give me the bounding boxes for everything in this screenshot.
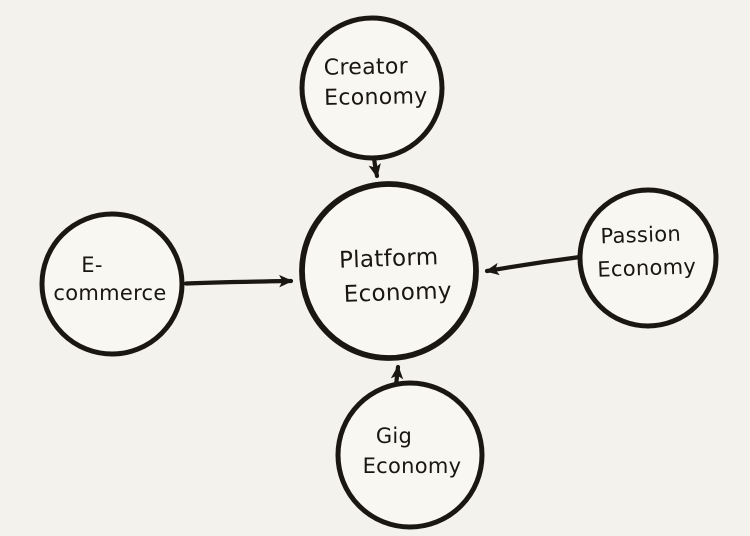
passion-economy-label-line2: Economy <box>597 254 697 281</box>
e-commerce-label-line1: E- <box>81 253 102 277</box>
passion-economy-circle <box>577 187 719 329</box>
node-platform-economy: Platform Economy <box>299 181 479 361</box>
node-creator-economy: Creator Economy <box>299 15 445 161</box>
creator-economy-circle <box>299 15 445 161</box>
arrow-passion-to-platform <box>484 254 583 276</box>
passion-economy-label-line1: Passion <box>600 222 681 249</box>
platform-economy-label-line1: Platform <box>339 244 439 273</box>
e-commerce-circle <box>39 211 185 357</box>
node-gig-economy: Gig Economy <box>335 380 485 530</box>
creator-economy-label-line2: Economy <box>324 84 428 111</box>
node-passion-economy: Passion Economy <box>577 187 719 329</box>
node-e-commerce: E- commerce <box>39 211 185 357</box>
platform-economy-circle <box>299 181 479 361</box>
platform-economy-label-line2: Economy <box>343 278 452 308</box>
gig-economy-label-line1: Gig <box>376 424 412 448</box>
e-commerce-label-line2: commerce <box>53 281 166 305</box>
arrow-ecommerce-to-platform <box>183 274 294 288</box>
gig-economy-label-line2: Economy <box>363 454 462 478</box>
gig-economy-circle <box>335 380 485 530</box>
creator-economy-label-line1: Creator <box>324 54 409 80</box>
